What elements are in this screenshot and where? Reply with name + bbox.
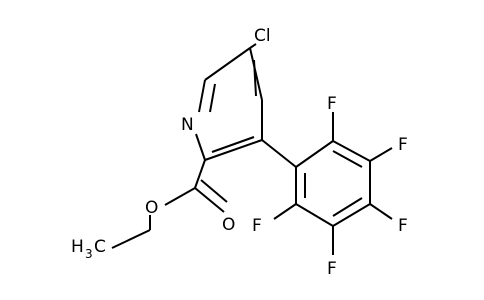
bond-ar4-ar5 (332, 203, 371, 227)
bond-ar4-ar5-inner (332, 197, 363, 217)
atom-o-ester: O (145, 198, 158, 218)
atom-ch3-sub: 3 (85, 247, 93, 261)
bond-ar4-f3 (369, 203, 393, 220)
bond-c5-c6 (204, 47, 251, 81)
atom-f5: F (252, 216, 262, 236)
atom-f3: F (398, 216, 408, 236)
atom-ch3-c: C (94, 237, 106, 257)
bond-ccarbonyl-ocarbonyl (194, 187, 225, 213)
bond-ccarbonyl-oester (164, 187, 196, 206)
bond-c3-ar1 (261, 139, 297, 168)
atom-f2: F (398, 135, 408, 155)
bond-c6-n (198, 79, 206, 113)
atom-cl: Cl (254, 26, 271, 46)
atom-ch3-h: H (71, 237, 84, 257)
bond-c5-c4-inner (253, 59, 257, 97)
bond-ar5-ar6 (295, 203, 334, 227)
bond-ar1-ar2 (295, 140, 334, 168)
bond-ar2-ar3 (332, 140, 371, 162)
bond-c5-c4 (249, 47, 263, 101)
bond-ch2-ch3 (111, 229, 151, 249)
bond-ccarbonyl-ocarbonyl-inner (200, 179, 228, 203)
atom-o-carbonyl: O (222, 215, 235, 235)
atom-f1: F (327, 94, 337, 114)
bond-c6-n-inner (209, 83, 216, 113)
bond-n-c2 (195, 133, 206, 161)
bond-ar2-ar3-inner (332, 150, 363, 168)
bond-c2-ccarbonyl (194, 159, 206, 189)
atom-f4: F (327, 259, 337, 279)
bond-c2-c3-inner (211, 136, 255, 153)
bond-ar6-f5 (273, 203, 297, 220)
bond-ar3-f2 (369, 147, 393, 162)
atom-n: N (181, 115, 194, 135)
bond-c5-cl (249, 43, 257, 49)
bond-c2-c3 (204, 139, 263, 161)
